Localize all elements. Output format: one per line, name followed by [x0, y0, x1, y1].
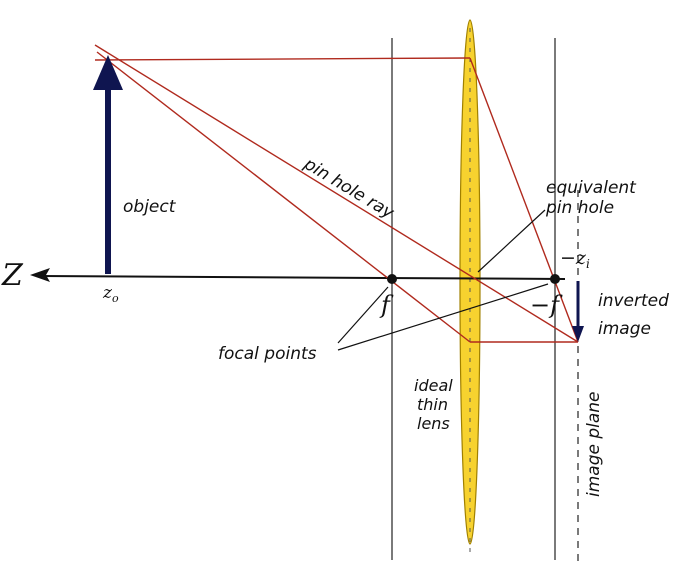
focal-ray-in	[96, 51, 471, 343]
parallel-ray-in	[94, 57, 471, 61]
equivalent-label: equivalent	[546, 178, 637, 198]
image-label: image	[598, 319, 651, 339]
pin-hole-label: pin hole	[545, 198, 614, 218]
parallel-ray-out	[469, 57, 579, 343]
focal-points-label: focal points	[218, 344, 317, 364]
ideal-label: ideal	[414, 376, 453, 395]
thin-label: thin	[417, 395, 448, 414]
z-o-label: zo	[102, 283, 119, 305]
focal-pointer-back	[337, 283, 549, 351]
lens-label: lens	[417, 414, 450, 433]
pin-hole-ray-label: pin hole ray	[300, 154, 398, 224]
focal-point-back	[550, 274, 560, 284]
rays	[94, 44, 579, 343]
image-plane-label: image plane	[584, 391, 604, 497]
focal-point-front	[387, 274, 397, 284]
object-arrowhead	[93, 55, 123, 90]
neg-f-label: −f	[530, 291, 563, 319]
focal-pointer-front	[337, 286, 389, 344]
neg-z-i-label: −zi	[560, 247, 590, 271]
pin-hole-ray	[94, 44, 579, 343]
axis-arrowhead	[30, 268, 50, 282]
axis-label: Z	[1, 258, 24, 293]
object-label: object	[123, 197, 177, 217]
image-arrowhead	[572, 326, 584, 342]
equivalent-pin-hole-pointer	[477, 209, 546, 273]
inverted-label: inverted	[598, 291, 669, 311]
optical-axis	[39, 275, 566, 280]
